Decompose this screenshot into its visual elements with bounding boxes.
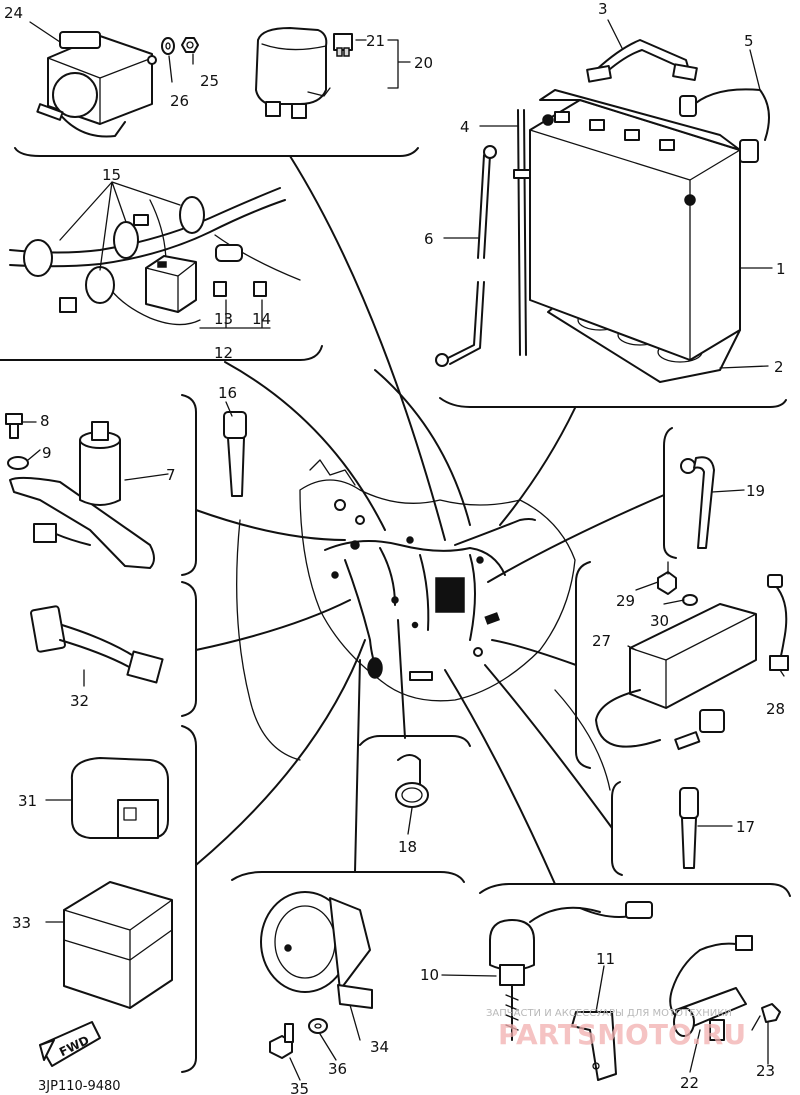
callout-21: 21 — [366, 32, 385, 50]
callout-22: 22 — [680, 1074, 699, 1092]
callout-6: 6 — [424, 230, 434, 248]
callout-12: 12 — [214, 344, 233, 362]
diagram-code: 3JP110-9480 — [38, 1079, 121, 1094]
callout-7: 7 — [166, 466, 176, 484]
part-13-fuse — [213, 281, 227, 297]
callout-26: 26 — [170, 92, 189, 110]
watermark-logo: PARTSMOTO.RU — [498, 1018, 746, 1051]
part-3-battery-strap — [586, 39, 698, 83]
callout-32: 32 — [70, 692, 89, 710]
part-7-main-switch — [9, 421, 155, 569]
part-17-cable-tie — [679, 787, 699, 869]
callout-1: 1 — [776, 260, 786, 278]
callout-2: 2 — [774, 358, 784, 376]
part-26-washer — [161, 37, 175, 55]
part-8-screw — [5, 413, 23, 439]
part-21-fuse — [333, 33, 353, 57]
part-15-wire-harness-clamps — [9, 187, 301, 326]
callout-28: 28 — [766, 700, 785, 718]
watermark-text: ЗАПЧАСТИ И АКСЕССУАРЫ ДЛЯ МОТОТЕХНИКИ — [486, 1008, 732, 1019]
part-36-washer — [308, 1018, 328, 1034]
part-6-negative-cable — [435, 145, 497, 367]
callout-leaders — [21, 19, 785, 1081]
part-22-sensor — [669, 935, 753, 1041]
part-30-washer — [682, 594, 698, 606]
part-1-battery — [529, 89, 741, 361]
forward-arrow: FWD — [39, 1021, 101, 1067]
part-28-wire-lead — [767, 574, 789, 671]
part-16-cable-tie — [223, 411, 247, 497]
callout-16: 16 — [218, 384, 237, 402]
part-9-washer — [7, 456, 29, 470]
part-29-bolt — [657, 561, 677, 595]
callout-15: 15 — [102, 166, 121, 184]
part-11-bracket — [571, 1011, 617, 1081]
callout-24: 24 — [4, 4, 23, 22]
part-12-fuse-box — [145, 255, 197, 313]
callout-17: 17 — [736, 818, 755, 836]
callout-33: 33 — [12, 914, 31, 932]
callout-29: 29 — [616, 592, 635, 610]
callout-18: 18 — [398, 838, 417, 856]
part-27-cdi-unit — [595, 603, 757, 751]
callout-labels: 24 25 26 21 20 3 5 4 6 1 2 15 13 14 12 8… — [4, 0, 786, 1095]
central-harness-assembly — [236, 459, 611, 791]
callout-34: 34 — [370, 1038, 389, 1056]
part-35-bolt — [269, 1023, 294, 1059]
callout-13: 13 — [214, 310, 233, 328]
callout-3: 3 — [598, 0, 608, 18]
part-32-sub-harness — [30, 605, 164, 684]
callout-23: 23 — [756, 1062, 775, 1080]
callout-11: 11 — [596, 950, 615, 968]
callout-9: 9 — [42, 444, 52, 462]
part-4-breather-pipe — [513, 109, 531, 356]
callout-4: 4 — [460, 118, 470, 136]
callout-35: 35 — [290, 1080, 309, 1095]
callout-19: 19 — [746, 482, 765, 500]
callout-10: 10 — [420, 966, 439, 984]
part-34-horn — [260, 891, 373, 1009]
part-18-clamp — [395, 754, 429, 808]
part-19-cable-tie — [680, 456, 715, 549]
callout-25: 25 — [200, 72, 219, 90]
leader-curves — [195, 155, 665, 885]
part-25-nut — [181, 37, 199, 53]
callout-36: 36 — [328, 1060, 347, 1078]
callout-30: 30 — [650, 612, 669, 630]
part-20-starter-relay — [255, 27, 331, 119]
callout-14: 14 — [252, 310, 271, 328]
part-24-ignition-coil — [36, 31, 157, 138]
part-14-fuse — [253, 281, 267, 297]
callout-5: 5 — [744, 32, 754, 50]
part-10-neutral-switch — [489, 901, 653, 1041]
callout-27: 27 — [592, 632, 611, 650]
callout-31: 31 — [18, 792, 37, 810]
callout-20: 20 — [414, 54, 433, 72]
part-23-bolt — [751, 1003, 781, 1031]
part-31-relay — [70, 757, 169, 839]
callout-8: 8 — [40, 412, 50, 430]
part-33-relay-unit — [63, 881, 173, 1009]
